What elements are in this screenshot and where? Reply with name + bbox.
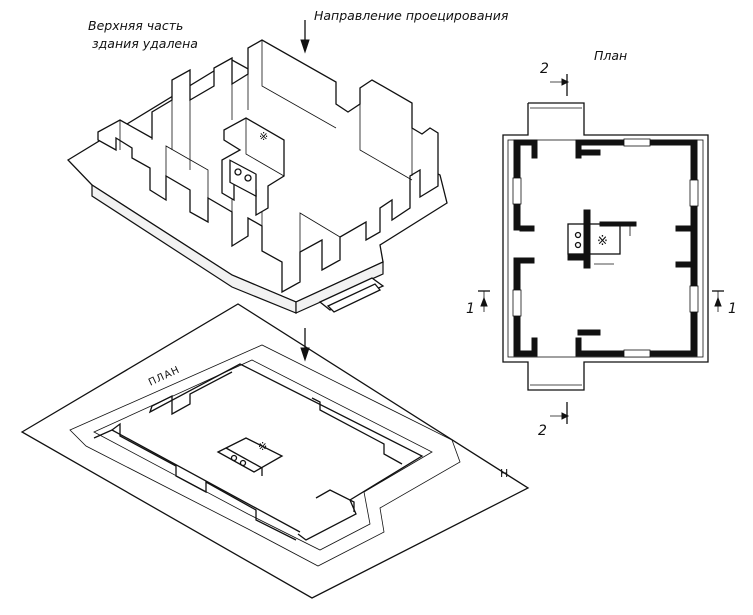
projection-arrow-bottom (300, 328, 310, 362)
plan-walls-upper (148, 363, 424, 541)
window-right-1 (689, 179, 699, 207)
right-wall (690, 139, 698, 357)
plan-stove-wall (225, 447, 263, 476)
left-mid-1 (519, 225, 535, 232)
stove-mark-plan: ※ (597, 234, 608, 249)
plan-outer-outline (502, 102, 709, 391)
right-mid-1 (675, 225, 692, 232)
bottom-door-jamb (575, 337, 582, 357)
stove-mark-sheet: ※ (258, 440, 268, 453)
window-left-2 (512, 289, 522, 317)
stove-burner-r2 (574, 241, 582, 249)
window-bottom (623, 349, 651, 358)
section-2-bottom-arrow (561, 412, 570, 420)
oblique-plan-sheet (20, 303, 530, 599)
stove-burner-r1 (574, 231, 582, 239)
window-left-1 (512, 177, 522, 205)
top-stub (577, 149, 601, 156)
orthographic-plan (478, 74, 724, 424)
section-2-top-label: 2 (540, 61, 549, 77)
left-stub-top (531, 139, 538, 159)
plan-stove-r (567, 209, 637, 269)
plan-walls-lower (93, 429, 301, 533)
plan-stove-burner-2 (239, 459, 247, 467)
projection-arrow-top (300, 20, 310, 54)
top-door-jamb (575, 139, 582, 159)
section-1-right-arrow (714, 296, 722, 307)
sheet-outline (20, 303, 530, 599)
stove-wall-r3 (599, 221, 637, 227)
wall-edge-10 (299, 212, 341, 252)
section-1-right-label: 1 (728, 301, 737, 317)
plan-inner-outline (93, 359, 433, 551)
plan-walls-detail-2 (111, 422, 297, 541)
isometric-building (66, 39, 448, 314)
wall-edge-12 (165, 145, 209, 198)
plan-outline (69, 344, 461, 567)
window-top (623, 138, 651, 147)
section-2-top-arrow (561, 78, 570, 86)
window-right-2 (689, 285, 699, 313)
foundation-side-2 (295, 261, 384, 314)
stove-wall-r (583, 209, 591, 269)
section-1-left-arrow (480, 296, 488, 307)
plan-walls-detail-4 (315, 489, 355, 512)
plan-thick-walls (512, 138, 699, 358)
stove-burner-2 (244, 174, 252, 182)
plan-stove-burner-1 (230, 454, 238, 462)
plan-title: План (594, 48, 628, 63)
section-marks (478, 74, 724, 424)
stove-wall-r2 (567, 254, 591, 261)
sheet-letter: Н (500, 467, 510, 480)
stove-edge (245, 118, 285, 177)
wall-edge-8 (359, 104, 413, 181)
section-1-left-label: 1 (466, 301, 475, 317)
left-mid-2 (519, 257, 535, 264)
stove-outline-r (567, 223, 621, 255)
stove-mark-iso: ※ (259, 130, 269, 143)
plan-walls-detail-3 (311, 397, 403, 465)
arrow-head-2 (300, 347, 310, 362)
removed-top-label-2: здания удалена (92, 36, 198, 51)
arrow-head (300, 39, 310, 54)
left-stub-bottom (531, 337, 538, 357)
removed-top-label-1: Верхняя часть (88, 18, 184, 33)
entrance-step-2 (326, 283, 382, 313)
stove-burner-1 (234, 168, 242, 176)
bottom-stub (577, 329, 601, 336)
plan-walls-detail-1 (151, 371, 233, 416)
projection-direction-label: Направление проецирования (314, 8, 509, 23)
plan-stove (216, 437, 284, 473)
wall-edge-7 (261, 40, 337, 129)
right-mid-2 (675, 261, 692, 268)
section-2-bottom-label: 2 (538, 423, 547, 439)
